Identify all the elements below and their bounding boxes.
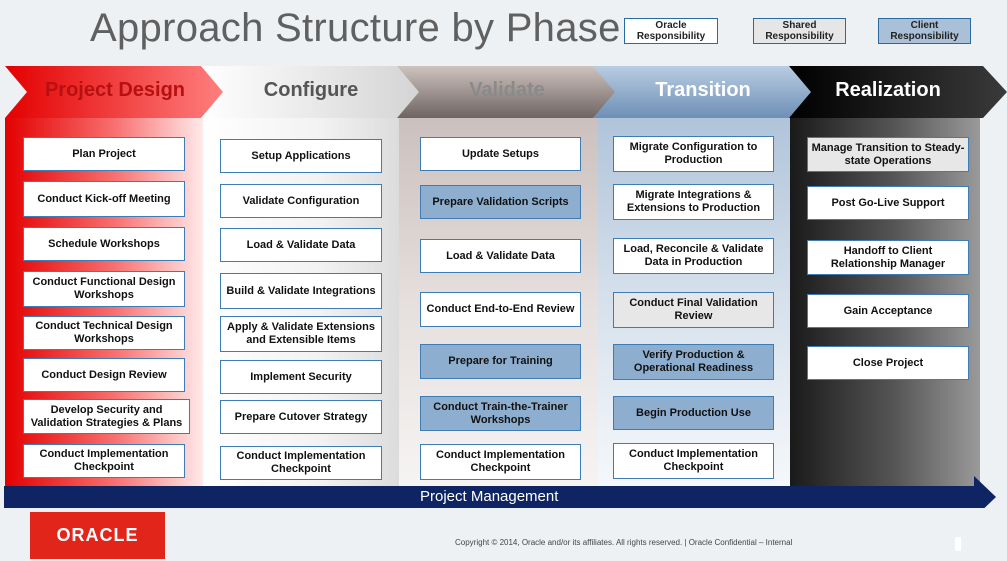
task-build-validate-integrations: Build & Validate Integrations <box>220 273 382 309</box>
phase-header-realization: Realization <box>789 66 1007 118</box>
task-prepare-cutover-strategy: Prepare Cutover Strategy <box>220 400 382 434</box>
phase-header-validate: Validate <box>397 66 617 118</box>
legend-client-responsibility: Client Responsibility <box>878 18 971 44</box>
chevron-shape <box>397 66 617 118</box>
task-load-reconcile-validate: Load, Reconcile & Validate Data in Produ… <box>613 238 774 274</box>
task-setup-applications: Setup Applications <box>220 139 382 173</box>
task-load-validate-data: Load & Validate Data <box>420 239 581 273</box>
project-management-bar <box>4 486 979 508</box>
task-handoff-client-relationship-manager: Handoff to Client Relationship Manager <box>807 240 969 275</box>
task-train-the-trainer: Conduct Train-the-Trainer Workshops <box>420 396 581 431</box>
chevron-shape <box>789 66 1007 118</box>
task-migrate-configuration: Migrate Configuration to Production <box>613 136 774 172</box>
page-title: Approach Structure by Phase <box>90 6 621 50</box>
task-verify-production-readiness: Verify Production & Operational Readines… <box>613 344 774 380</box>
phase-title: Realization <box>835 79 941 101</box>
task-end-to-end-review: Conduct End-to-End Review <box>420 292 581 327</box>
task-prepare-validation-scripts: Prepare Validation Scripts <box>420 185 581 219</box>
phase-header-transition: Transition <box>593 66 813 118</box>
task-implementation-checkpoint: Conduct Implementation Checkpoint <box>23 444 185 478</box>
phase-header-configure: Configure <box>201 66 421 118</box>
oracle-logo: ORACLE <box>30 512 165 559</box>
phase-title: Validate <box>469 79 545 101</box>
task-gain-acceptance: Gain Acceptance <box>807 294 969 328</box>
task-begin-production-use: Begin Production Use <box>613 396 774 430</box>
slide-marker <box>955 537 961 551</box>
chevron-shape <box>5 66 225 118</box>
phase-title: Project Design <box>44 79 186 101</box>
copyright-text: Copyright © 2014, Oracle and/or its affi… <box>455 538 793 547</box>
task-post-go-live-support: Post Go-Live Support <box>807 186 969 220</box>
task-plan-project: Plan Project <box>23 137 185 171</box>
task-apply-validate-extensions: Apply & Validate Extensions and Extensib… <box>220 316 382 352</box>
project-management-label: Project Management <box>420 488 559 505</box>
task-schedule-workshops: Schedule Workshops <box>23 227 185 261</box>
task-implementation-checkpoint: Conduct Implementation Checkpoint <box>420 444 581 480</box>
task-technical-design-workshops: Conduct Technical Design Workshops <box>23 316 185 350</box>
task-implementation-checkpoint: Conduct Implementation Checkpoint <box>220 446 382 480</box>
task-conduct-design-review: Conduct Design Review <box>23 358 185 392</box>
phase-title: Transition <box>655 79 751 101</box>
task-implementation-checkpoint: Conduct Implementation Checkpoint <box>613 443 774 479</box>
phase-header-project-design: Project Design <box>5 66 225 118</box>
footer <box>0 508 1007 561</box>
chevron-shape <box>201 66 421 118</box>
task-functional-design-workshops: Conduct Functional Design Workshops <box>23 271 185 307</box>
task-update-setups: Update Setups <box>420 137 581 171</box>
task-validate-configuration: Validate Configuration <box>220 184 382 218</box>
legend-oracle-responsibility: Oracle Responsibility <box>624 18 718 44</box>
task-implement-security: Implement Security <box>220 360 382 394</box>
task-prepare-for-training: Prepare for Training <box>420 344 581 379</box>
arrow-head-icon <box>974 476 996 518</box>
phase-title: Configure <box>263 79 359 101</box>
task-load-validate-data: Load & Validate Data <box>220 228 382 262</box>
task-develop-security-validation: Develop Security and Validation Strategi… <box>23 399 190 434</box>
task-conduct-kickoff-meeting: Conduct Kick-off Meeting <box>23 181 185 217</box>
legend-shared-responsibility: Shared Responsibility <box>753 18 846 44</box>
task-manage-transition-steady-state: Manage Transition to Steady-state Operat… <box>807 137 969 172</box>
chevron-shape <box>593 66 813 118</box>
task-close-project: Close Project <box>807 346 969 380</box>
task-final-validation-review: Conduct Final Validation Review <box>613 292 774 328</box>
task-migrate-integrations: Migrate Integrations & Extensions to Pro… <box>613 184 774 220</box>
